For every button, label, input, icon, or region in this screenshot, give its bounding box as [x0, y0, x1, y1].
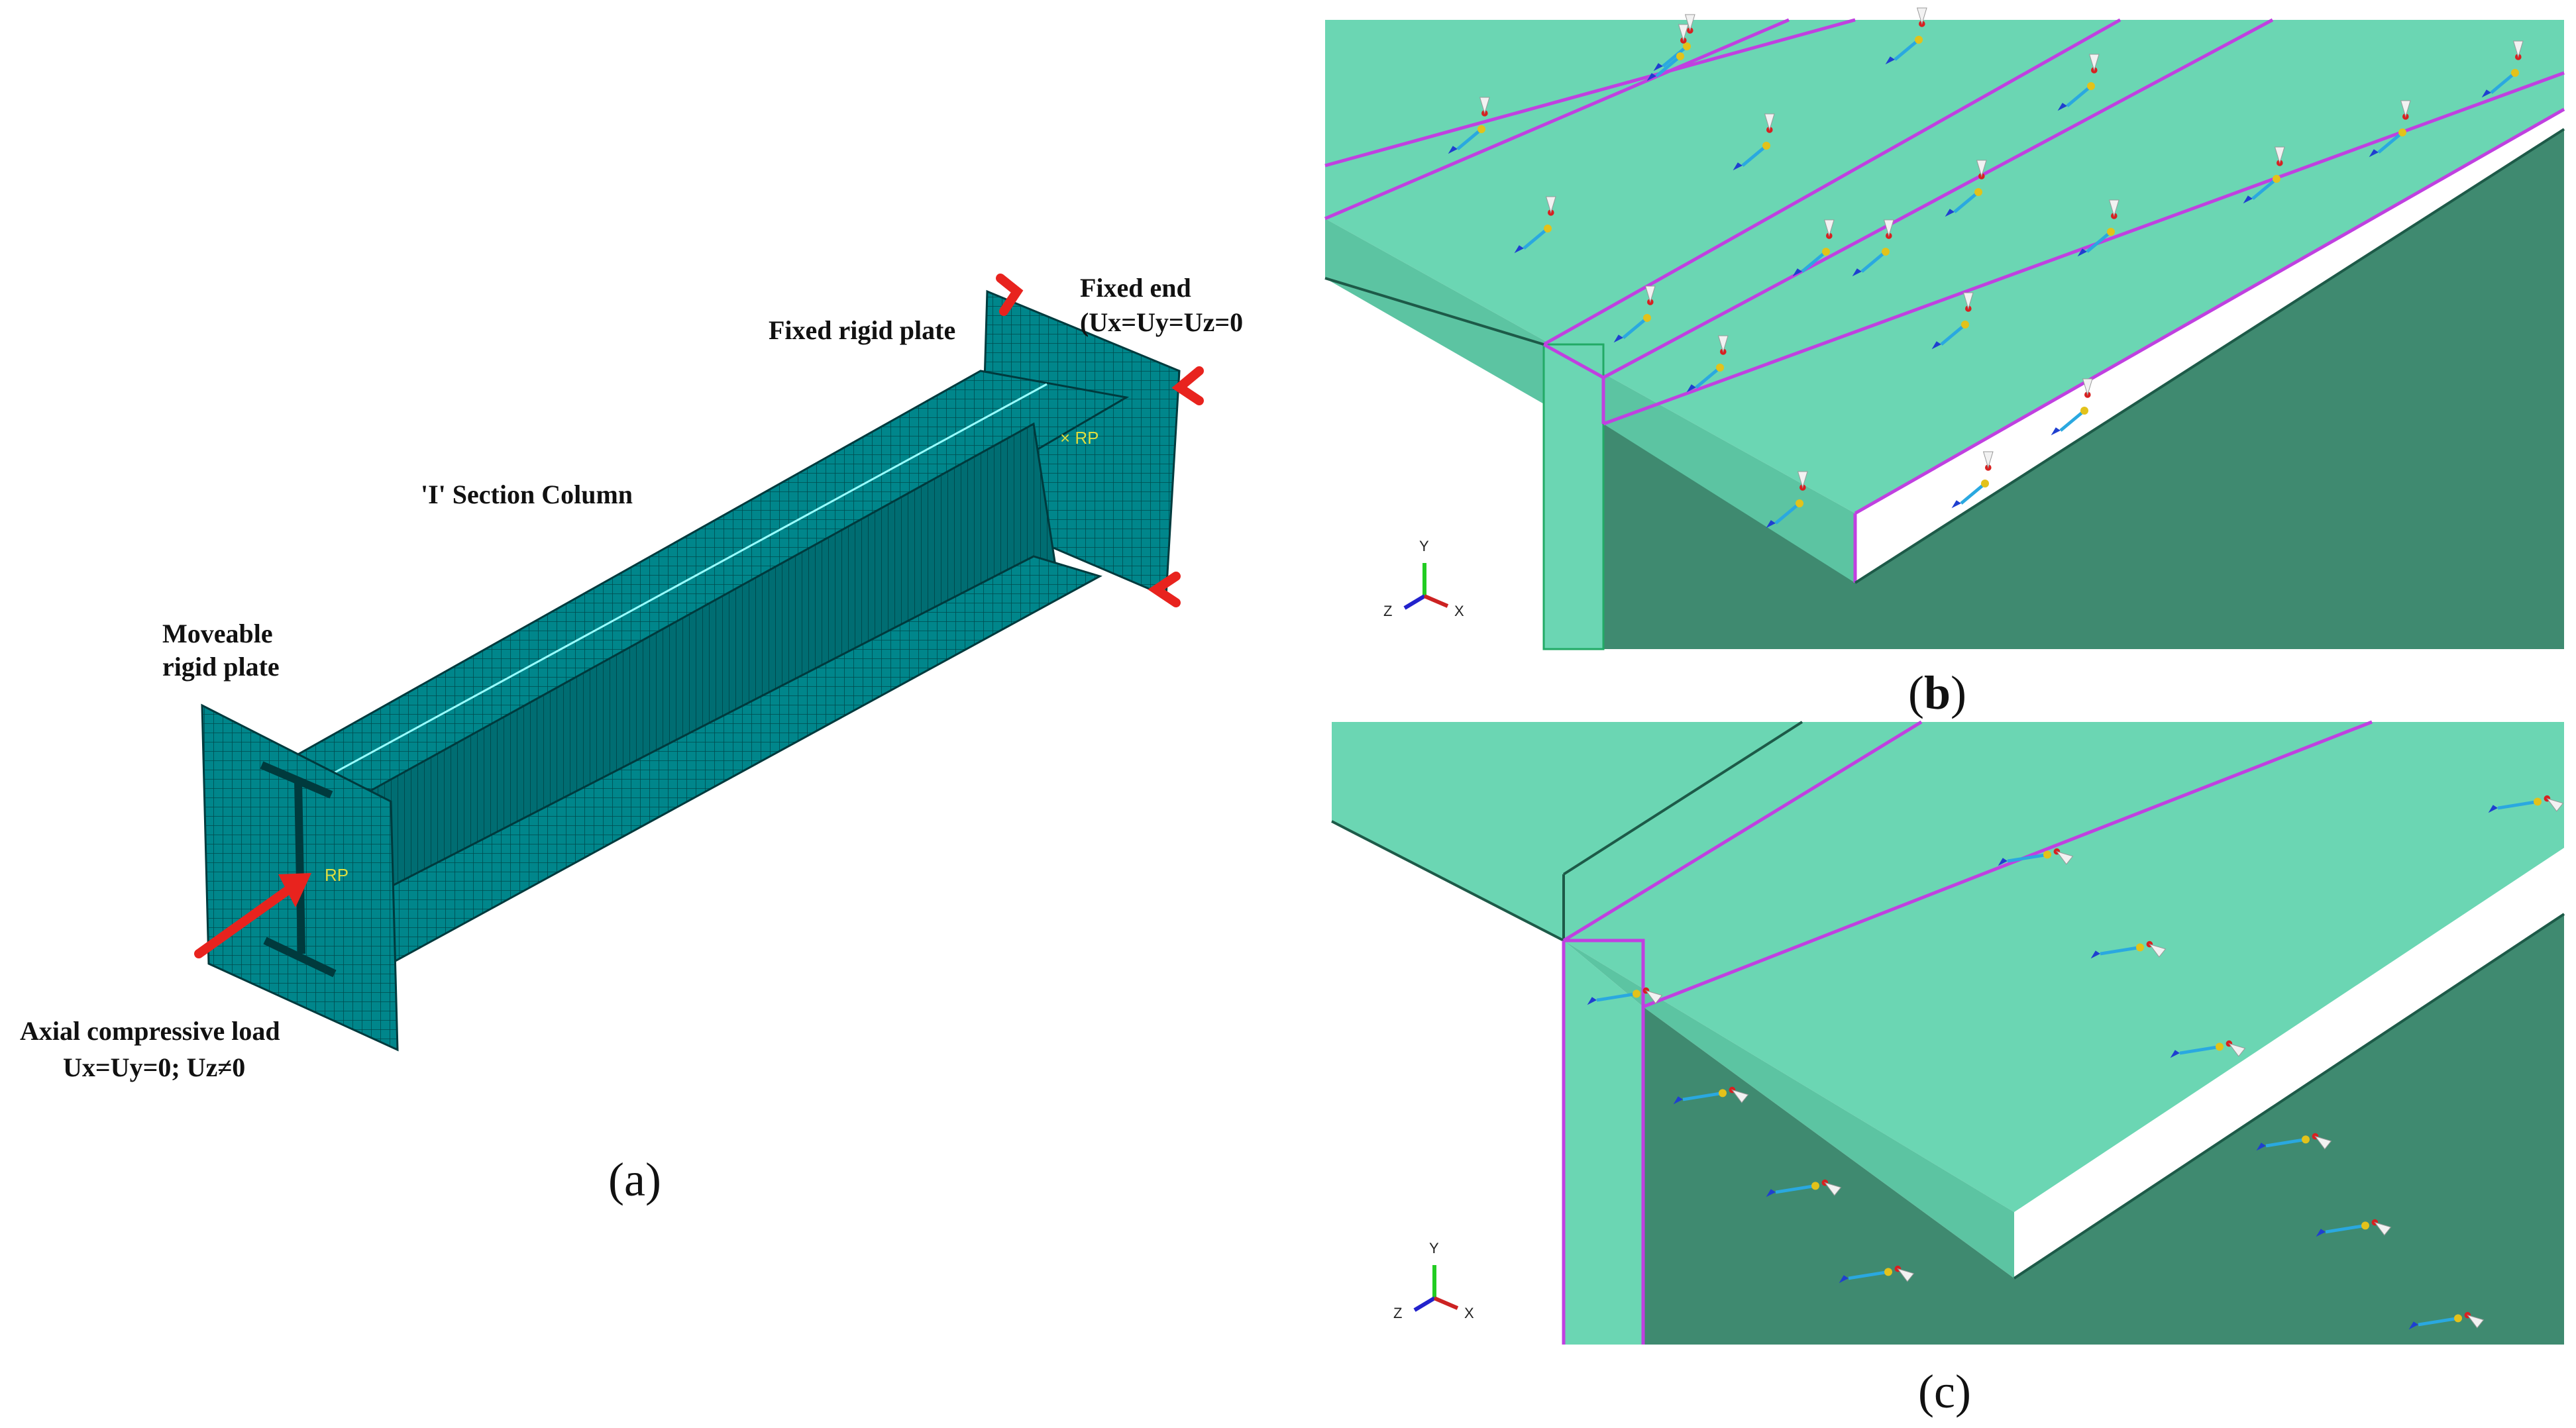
constraint-glyph — [2369, 100, 2411, 158]
label-fixed-end: Fixed end — [1080, 273, 1191, 303]
constraint-glyph — [1951, 451, 1994, 509]
constraint-glyph — [1448, 97, 1490, 154]
svg-text:Z: Z — [1393, 1305, 1402, 1321]
constraint-glyph — [1673, 1086, 1749, 1105]
constraint-glyph — [2090, 941, 2167, 959]
constraint-glyph — [2256, 1133, 2332, 1151]
constraint-glyph — [1514, 196, 1556, 254]
constraint-glyph — [2408, 1311, 2485, 1330]
partition-edges-c — [1562, 720, 2373, 1345]
constraint-markers-c — [1587, 795, 2564, 1330]
caption-a: (a) — [608, 1153, 661, 1206]
label-moveable-1: Moveable — [162, 619, 273, 648]
plate-top-face-c — [1332, 722, 2564, 1212]
panel-c: Y Z X (c) — [1331, 720, 2565, 1418]
constraint-glyph — [2057, 54, 2100, 111]
flange-vertical — [1542, 343, 1605, 650]
fixed-end-arrows — [996, 274, 1204, 607]
constraint-glyph — [2243, 146, 2285, 204]
constraint-glyph — [2077, 199, 2120, 257]
constraint-glyph — [1792, 219, 1835, 277]
constraint-glyph — [1839, 1265, 1915, 1284]
constraint-glyph — [2051, 378, 2093, 436]
column-side-face-c — [1643, 914, 2564, 1345]
svg-text:X: X — [1454, 603, 1464, 619]
constraint-glyph — [1766, 471, 1808, 529]
axis-triad-c: Y Z X — [1393, 1240, 1474, 1321]
constraint-glyph — [1733, 113, 1775, 171]
constraint-glyph — [1653, 14, 1695, 72]
axial-load-arrow — [194, 873, 311, 958]
constraint-glyph — [1686, 335, 1729, 393]
plate-front-face-c — [1564, 941, 2014, 1278]
constraint-glyph — [1931, 292, 1974, 350]
label-column: 'I' Section Column — [421, 480, 633, 509]
rp-marker-left: RP — [325, 865, 349, 885]
svg-text:Z: Z — [1383, 603, 1392, 619]
constraint-glyph — [1613, 285, 1656, 343]
rp-marker-right: × RP — [1060, 428, 1099, 448]
svg-text:Y: Y — [1419, 538, 1429, 554]
column-centerline — [317, 383, 1047, 783]
column-side-face — [1603, 129, 2564, 649]
flange-vertical-c — [1564, 941, 1643, 1345]
axis-triad-b: Y Z X — [1383, 538, 1464, 619]
label-load: Axial compressive load — [20, 1016, 280, 1046]
constraint-glyph — [1945, 160, 1987, 217]
constraint-glyph — [1646, 24, 1689, 81]
label-fixed-rigid-plate: Fixed rigid plate — [769, 315, 955, 345]
svg-text:X: X — [1464, 1305, 1474, 1321]
constraint-glyph — [1587, 987, 1663, 1005]
constraint-markers-b — [1448, 7, 2524, 529]
svg-text:Y: Y — [1429, 1240, 1439, 1256]
panel-b: Y Z X (b) — [1324, 7, 2565, 719]
caption-c: (c) — [1918, 1365, 1971, 1418]
constraint-glyph — [1852, 219, 1894, 277]
constraint-glyph — [2170, 1040, 2246, 1058]
constraint-glyph — [1766, 1179, 1842, 1198]
constraint-glyph — [1885, 7, 1927, 65]
label-fixed-end-bc: (Ux=Uy=Uz=0 — [1080, 307, 1243, 337]
constraint-glyph — [2481, 40, 2524, 98]
i-section-profile — [260, 761, 337, 978]
plate-top-face — [1325, 20, 2564, 513]
panel-a: RP × RP Fixed rigid plate Fixed end (Ux=… — [20, 273, 1243, 1206]
constraint-glyph — [2316, 1219, 2392, 1237]
caption-b: (b) — [1908, 666, 1966, 719]
label-load-bc: Ux=Uy=0; Uz≠0 — [63, 1052, 245, 1082]
constraint-glyph — [1998, 848, 2074, 866]
label-moveable-2: rigid plate — [162, 652, 280, 682]
constraint-glyph — [2488, 795, 2564, 813]
